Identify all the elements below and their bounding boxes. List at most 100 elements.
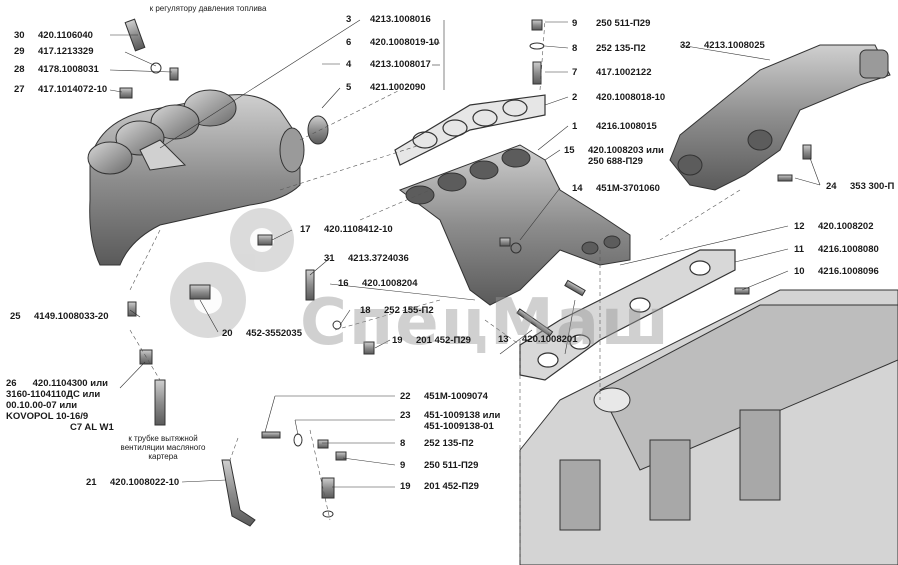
intake-manifold — [398, 144, 631, 306]
part-label-7: 7 417.1002122 — [572, 67, 651, 78]
part-label-2: 2 420.1008018-10 — [572, 92, 665, 103]
part-code: 451-1009138-01 — [424, 421, 494, 432]
leader-lines — [109, 19, 821, 488]
part-number: 29 — [14, 46, 25, 57]
part-number: 14 — [572, 183, 583, 194]
part-label-11: 11 4216.1008080 — [794, 244, 879, 255]
plug-part — [307, 115, 329, 145]
part-number: 19 — [392, 335, 403, 346]
part-code: 4178.1008031 — [38, 64, 99, 75]
assembly-guide-lines — [129, 19, 741, 560]
part-code: 452-3552035 — [246, 328, 302, 339]
part-number: 12 — [794, 221, 805, 232]
part-number: 11 — [794, 244, 805, 255]
part-label-18: 18 252 155-П2 — [360, 305, 434, 316]
part-code: 4216.1008080 — [818, 244, 879, 255]
part-number: 32 — [680, 40, 691, 51]
part-code: 420.1008018-10 — [596, 92, 666, 103]
part-code: 201 452-П29 — [416, 335, 471, 346]
part-label-8b: 8 252 135-П2 — [400, 438, 474, 449]
part-label-26: 26 420.1104300 или 3160-1104110ДС или 00… — [6, 378, 114, 433]
part-number: 30 — [14, 30, 25, 41]
part-code: 417.1213329 — [38, 46, 94, 57]
part-code: 252 155-П2 — [384, 305, 434, 316]
part-code: 4149.1008033-20 — [34, 311, 109, 322]
part-label-10: 10 4216.1008096 — [794, 266, 879, 277]
part-number: 20 — [222, 328, 233, 339]
part-label-19a: 19 201 452-П29 — [392, 335, 471, 346]
watermark-gear-icon — [170, 208, 294, 338]
part-code: 250 688-П29 — [588, 156, 643, 167]
part-code: 4216.1008096 — [818, 266, 879, 277]
part-label-19b: 19 201 452-П29 — [400, 481, 479, 492]
part-number: 21 — [86, 477, 97, 488]
part-number: 5 — [346, 82, 352, 93]
part-code: 420.1104300 или — [32, 378, 108, 389]
part-code: 451М-3701060 — [596, 183, 660, 194]
part-number: 2 — [572, 92, 578, 103]
part-code: 3160-1104110ДС или — [6, 389, 101, 400]
part-code: 420.1008019-10 — [370, 37, 440, 48]
part-number: 16 — [338, 278, 349, 289]
part-label-8a: 8 252 135-П2 — [572, 43, 646, 54]
part-code: 252 135-П2 — [596, 43, 646, 54]
part-code: 420.1106040 — [38, 30, 93, 41]
part-label-12: 12 420.1008202 — [794, 221, 873, 232]
part-label-16: 16 420.1008204 — [338, 278, 417, 289]
part-code: 4213.1008017 — [370, 59, 431, 70]
part-code: 417.1002122 — [596, 67, 652, 78]
part-code: 451-1009138 или — [424, 410, 501, 421]
part-code: C7 AL W1 — [70, 422, 114, 433]
part-code: 420.1008204 — [362, 278, 418, 289]
part-number: 7 — [572, 67, 578, 78]
part-code: 250 511-П29 — [596, 18, 651, 29]
part-number: 15 — [564, 145, 575, 156]
part-number: 10 — [794, 266, 805, 277]
exhaust-gasket — [519, 249, 736, 381]
part-code: 4216.1008015 — [596, 121, 657, 132]
part-number: 3 — [346, 14, 352, 25]
part-code: 451М-1009074 — [424, 391, 488, 402]
part-code: 420.1008022-10 — [110, 477, 180, 488]
part-number: 9 — [400, 460, 406, 471]
part-number: 8 — [572, 43, 578, 54]
part-code: 201 452-П29 — [424, 481, 479, 492]
part-number: 28 — [14, 64, 25, 75]
part-code: 420.1008201 — [522, 334, 578, 345]
part-number: 17 — [300, 224, 311, 235]
part-label-14: 14 451М-3701060 — [572, 183, 660, 194]
part-code: 421.1002090 — [370, 82, 426, 93]
part-code: 4213.1008016 — [370, 14, 431, 25]
part-label-30: 30 420.1106040 — [14, 30, 93, 41]
part-code: KOVOPOL 10-16/9 — [6, 411, 89, 422]
part-number: 18 — [360, 305, 371, 316]
part-code: 420.1008202 — [818, 221, 874, 232]
part-number: 8 — [400, 438, 406, 449]
part-code: 00.10.00-07 или — [6, 400, 78, 411]
part-number: 26 — [6, 378, 17, 389]
part-code: 4213.3724036 — [348, 253, 409, 264]
part-code: 252 135-П2 — [424, 438, 474, 449]
part-number: 19 — [400, 481, 411, 492]
exhaust-manifold — [669, 44, 891, 191]
part-label-27: 27 417.1014072-10 — [14, 84, 107, 95]
part-number: 27 — [14, 84, 25, 95]
part-number: 24 — [826, 181, 837, 192]
part-label-5: 5 421.1002090 — [346, 82, 425, 93]
part-label-21: 21 420.1008022-10 — [86, 477, 179, 488]
part-code: 417.1014072-10 — [38, 84, 108, 95]
